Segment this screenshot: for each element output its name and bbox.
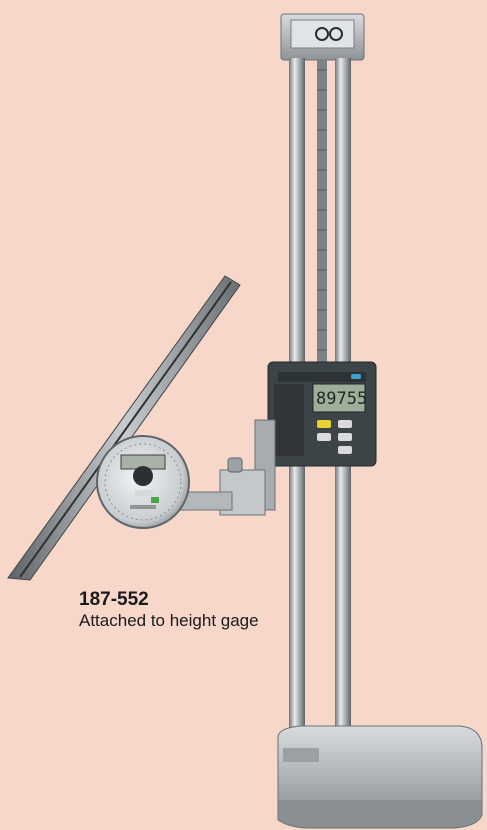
universal-protractor-dial: [96, 435, 190, 529]
height-gage-base: [277, 725, 483, 829]
digital-display-unit: 89755: [267, 361, 377, 467]
top-cap: [280, 13, 365, 61]
product-caption: 187-552 Attached to height gage: [79, 589, 259, 630]
key-3[interactable]: [338, 433, 352, 441]
caption-description: Attached to height gage: [79, 610, 259, 630]
lcd-reading: 89755: [316, 389, 367, 409]
yellow-key[interactable]: [317, 420, 331, 428]
key-1[interactable]: [338, 420, 352, 428]
key-2[interactable]: [317, 433, 331, 441]
key-4[interactable]: [338, 446, 352, 454]
protractor-blade: [7, 275, 241, 581]
model-number: 187-552: [79, 589, 149, 610]
